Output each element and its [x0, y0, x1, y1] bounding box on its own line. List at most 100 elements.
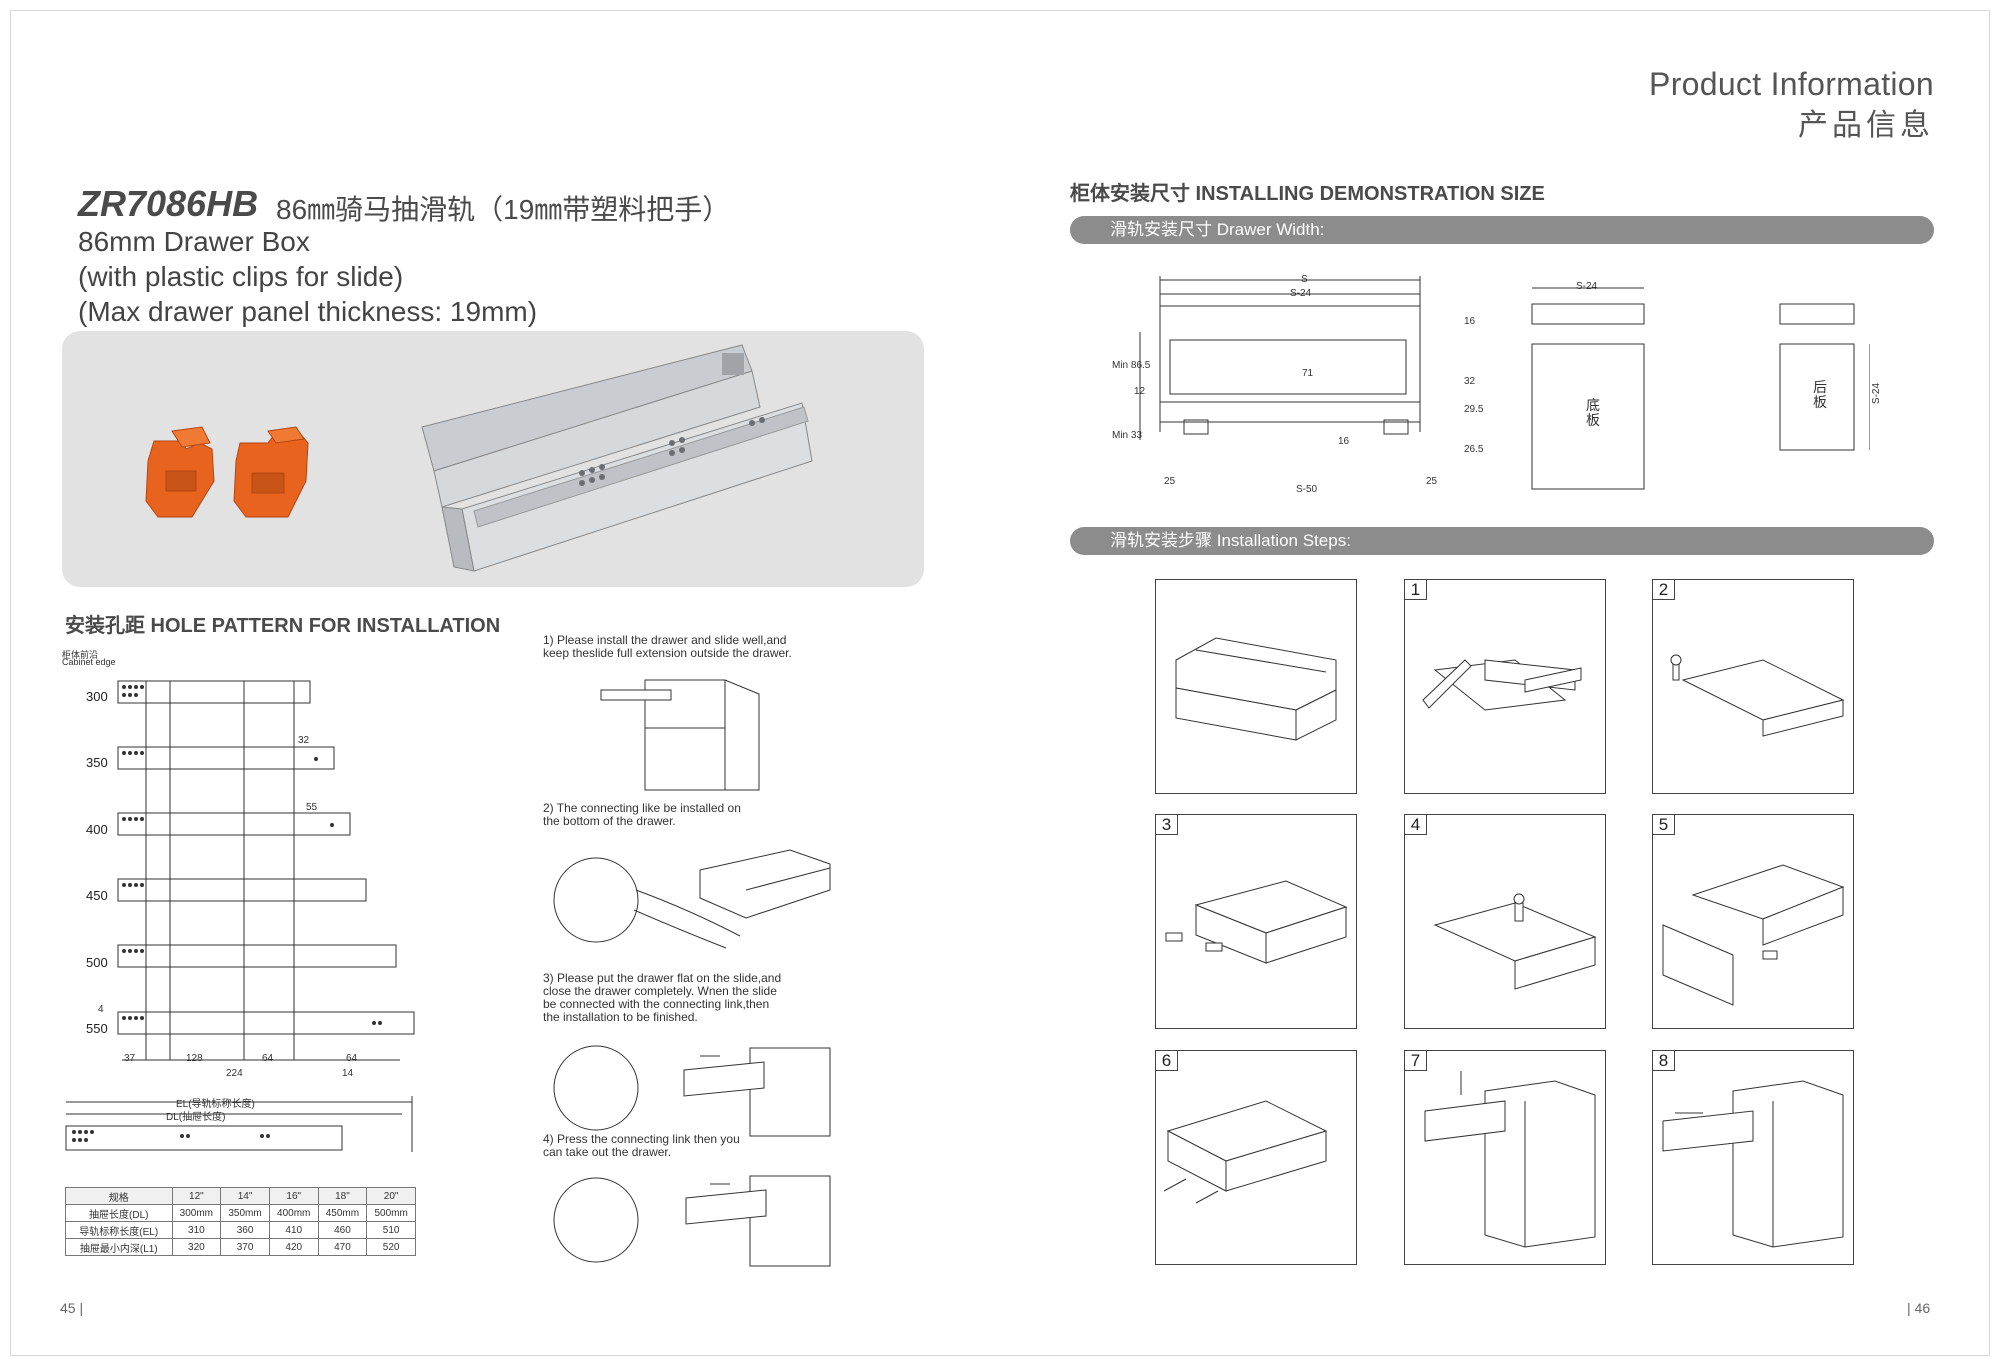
drawer-slide-illustration	[145, 344, 813, 572]
dim-label: S-50	[1296, 484, 1318, 495]
page-title: Product Information	[1649, 66, 1934, 102]
el-dl-diagram	[65, 1096, 413, 1152]
drawer-side-panels	[421, 344, 813, 572]
step-box: 3	[1155, 814, 1357, 1029]
hole-row-label: 550	[86, 1021, 108, 1036]
page-subtitle: 产品信息	[1798, 109, 1934, 142]
note-2: 2) The connecting like be installed on t…	[543, 802, 741, 828]
hole-row-label: 300	[86, 689, 108, 704]
table-header-cell: 规格	[65, 1187, 173, 1205]
note-line: the bottom of the drawer.	[543, 814, 676, 828]
cabinet-edge-label-cn: 柜体前沿	[62, 650, 99, 660]
note-line: 4) Press the connecting link then you	[543, 1132, 740, 1146]
hole-row-label: 400	[86, 822, 108, 837]
step-box: 7	[1404, 1050, 1606, 1265]
dim-label: 32	[298, 735, 310, 746]
note-4: 4) Press the connecting link then you ca…	[543, 1133, 740, 1159]
step-illustration	[1165, 880, 1348, 964]
step-number: 4	[1405, 815, 1427, 835]
step-number: 7	[1405, 1051, 1427, 1071]
drawer-width-diagram	[1139, 276, 1421, 440]
cabinet-edge-label-en: Cabinet edge	[62, 657, 116, 667]
table-header-cell: 18"	[317, 1187, 368, 1205]
dim-label: 64	[346, 1053, 358, 1064]
step-number: 5	[1653, 815, 1675, 835]
table-cell: 520	[366, 1238, 416, 1256]
hole-pattern-diagram	[117, 680, 415, 1061]
note-1: 1) Please install the drawer and slide w…	[543, 634, 792, 660]
step-illustration	[1670, 654, 1845, 737]
note-1-illustration	[600, 679, 760, 791]
step-box: 5	[1652, 814, 1854, 1029]
bottom-panel-label: 底板	[1586, 397, 1600, 428]
product-name-en: 86mm Drawer Box	[78, 226, 310, 257]
note-line: 2) The connecting like be installed on	[543, 801, 741, 815]
step-illustration	[1422, 659, 1582, 711]
step-illustration	[1433, 893, 1597, 990]
product-hero-image	[62, 331, 924, 587]
table-cell: 抽屉最小内深(L1)	[65, 1238, 173, 1256]
note-2-illustration	[553, 849, 831, 949]
table-cell: 370	[220, 1238, 270, 1256]
product-thickness: (Max drawer panel thickness: 19mm)	[78, 296, 538, 327]
note-line: the installation to be finished.	[543, 1010, 698, 1024]
step-illustration	[1175, 637, 1337, 741]
note-3-illustration	[553, 1045, 831, 1137]
dim-label: 14	[342, 1068, 354, 1079]
installing-title: 柜体安装尺寸 INSTALLING DEMONSTRATION SIZE	[1070, 183, 1545, 205]
dim-label: S	[1301, 274, 1308, 285]
dim-label: 32	[1464, 376, 1476, 387]
dim-label: 4	[98, 1004, 104, 1015]
el-label: EL(导轨标称长度)	[176, 1099, 255, 1110]
back-panel-label: 后板	[1813, 379, 1827, 410]
note-line: close the drawer completely. Wnen the sl…	[543, 984, 777, 998]
spec-table: 规格 12" 14" 16" 18" 20" 抽屉长度(DL) 300mm 35…	[65, 1187, 416, 1256]
table-row: 抽屉长度(DL) 300mm 350mm 400mm 450mm 500mm	[65, 1204, 416, 1222]
table-cell: 300mm	[171, 1204, 222, 1222]
table-cell: 310	[171, 1221, 222, 1239]
dim-label: 128	[186, 1053, 203, 1064]
table-header-cell: 12"	[171, 1187, 222, 1205]
step-illustration	[1163, 1100, 1328, 1204]
step-box: 6	[1155, 1050, 1357, 1265]
dim-label: S-24	[1871, 382, 1883, 405]
step-number: 6	[1156, 1051, 1178, 1071]
table-row: 导轨标称长度(EL) 310 360 410 460 510	[65, 1221, 416, 1239]
note-line: 1) Please install the drawer and slide w…	[543, 633, 787, 647]
note-3: 3) Please put the drawer flat on the sli…	[543, 972, 781, 1024]
step-box: 1	[1404, 579, 1606, 794]
hole-pattern-title: 安装孔距 HOLE PATTERN FOR INSTALLATION	[65, 615, 501, 637]
dim-label: 55	[306, 802, 318, 813]
step-illustration	[1662, 1080, 1844, 1248]
table-cell: 350mm	[220, 1204, 270, 1222]
table-cell: 420	[268, 1238, 319, 1256]
step-box: 4	[1404, 814, 1606, 1029]
product-model: ZR7086HB	[78, 183, 259, 224]
note-line: 3) Please put the drawer flat on the sli…	[543, 971, 782, 985]
table-cell: 470	[317, 1238, 368, 1256]
table-cell: 导轨标称长度(EL)	[65, 1221, 173, 1239]
panel-diagram	[1531, 287, 1870, 490]
dim-label: S-24	[1576, 281, 1598, 292]
table-row: 抽屉最小内深(L1) 320 370 420 470 520	[65, 1238, 416, 1256]
note-4-illustration	[553, 1175, 831, 1267]
product-clips: (with plastic clips for slide)	[78, 261, 404, 292]
table-cell: 460	[317, 1221, 368, 1239]
dim-label: 25	[1164, 476, 1176, 487]
dim-label: Min 86.5	[1112, 360, 1151, 371]
step-number: 1	[1405, 580, 1427, 600]
dim-label: 16	[1338, 436, 1350, 447]
table-cell: 400mm	[268, 1204, 319, 1222]
step-number: 8	[1653, 1051, 1675, 1071]
step-number: 2	[1653, 580, 1675, 600]
step-box: 8	[1652, 1050, 1854, 1265]
note-line: keep theslide full extension outside the…	[543, 646, 792, 660]
dim-label: 12	[1134, 386, 1146, 397]
dim-label: 29.5	[1464, 404, 1484, 415]
step-number: 3	[1156, 815, 1178, 835]
dim-label: 37	[124, 1053, 136, 1064]
table-header-cell: 16"	[268, 1187, 319, 1205]
table-cell: 510	[366, 1221, 416, 1239]
table-header-cell: 14"	[220, 1187, 270, 1205]
table-cell: 450mm	[317, 1204, 368, 1222]
